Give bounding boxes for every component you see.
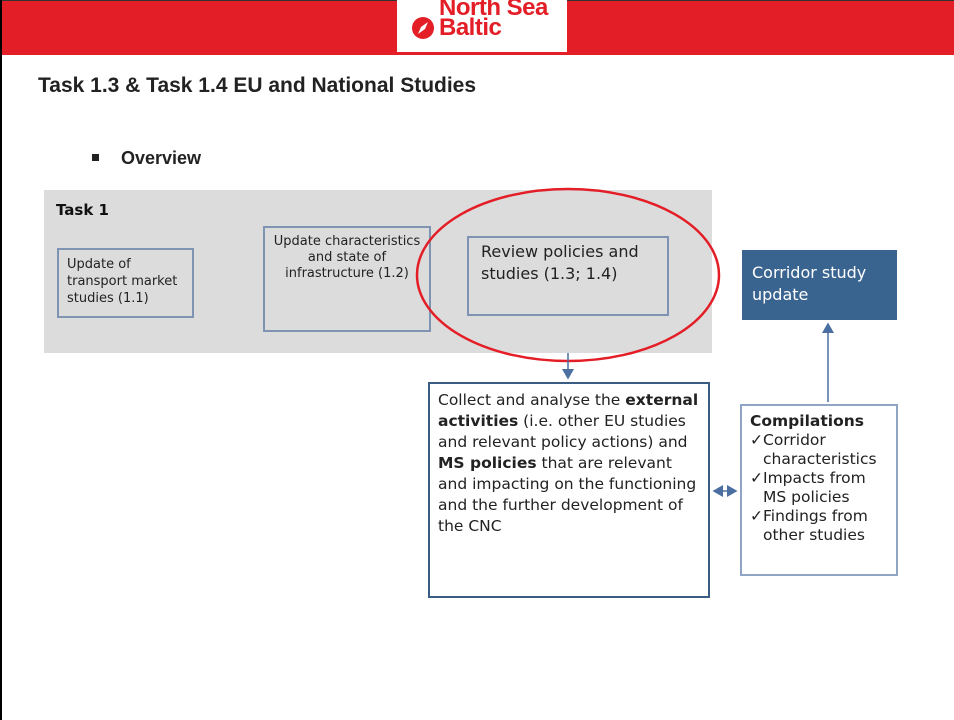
highlight-ellipse xyxy=(415,187,721,363)
collect-text-3: that are relevant and impacting on the f… xyxy=(438,454,697,535)
box-task-1-3: Review policies and studies (1.3; 1.4) xyxy=(467,236,669,316)
checkmark-icon: ✓ xyxy=(750,469,763,487)
collect-text-1: Collect and analyse the xyxy=(438,391,626,409)
frame-left-border xyxy=(0,0,2,720)
overview-label: Overview xyxy=(121,148,202,168)
compilations-item: ✓Corridor characteristics xyxy=(750,431,888,469)
box-task-1-1: Update of transport market studies (1.1) xyxy=(57,248,194,318)
logo-line-1: North Sea xyxy=(439,0,548,21)
compilations-item-label: Impacts from MS policies xyxy=(763,469,866,506)
checkmark-icon: ✓ xyxy=(750,507,763,525)
slide-title: Task 1.3 & Task 1.4 EU and National Stud… xyxy=(38,74,477,97)
compilations-item: ✓Impacts from MS policies xyxy=(750,469,888,507)
overview-bullet: Overview xyxy=(92,148,201,169)
checkmark-icon: ✓ xyxy=(750,431,763,449)
collect-bold-external-activities: external activities xyxy=(438,391,699,430)
box-corridor-study-update: Corridor study update xyxy=(742,250,897,320)
box-collect-analyse: Collect and analyse the external activit… xyxy=(428,382,710,598)
box-task-1-2: Update characteristics and state of infr… xyxy=(263,226,431,332)
logo: North Sea Baltic xyxy=(397,0,567,52)
collect-bold-ms-policies: MS policies xyxy=(438,454,537,472)
compilations-heading: Compilations xyxy=(750,412,864,430)
collect-text-2: (i.e. other EU studies and relevant poli… xyxy=(438,412,688,451)
bullet-square-icon xyxy=(92,153,99,161)
box-compilations: Compilations ✓Corridor characteristics ✓… xyxy=(740,404,898,576)
compilations-item-label: Findings from other studies xyxy=(763,507,868,544)
task-1-label: Task 1 xyxy=(56,201,109,219)
compilations-item-label: Corridor characteristics xyxy=(763,431,877,468)
compilations-item: ✓Findings from other studies xyxy=(750,507,888,545)
logo-line-2: Baltic xyxy=(439,14,502,41)
logo-text: North Sea Baltic xyxy=(439,0,548,41)
compass-icon xyxy=(412,17,434,39)
